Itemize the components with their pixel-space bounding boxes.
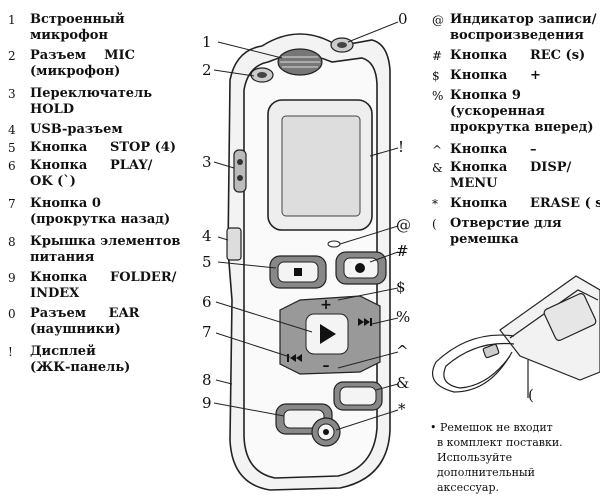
callout-5: 5 [202, 253, 212, 271]
callout-1: 1 [202, 33, 212, 51]
rec-indicator [327, 240, 341, 248]
ear-jack [330, 37, 354, 53]
legend-text: Крышка элементов питания [30, 234, 181, 265]
legend-text: Кнопка – [450, 142, 537, 157]
legend-text: Кнопка DISP/ MENU [450, 160, 572, 191]
legend-marker: 7 [8, 197, 16, 211]
legend-text: Кнопка PLAY/ OK (`) [30, 158, 153, 189]
legend-text: Индикатор записи/ воспроизведения [450, 12, 597, 43]
hold-switch [233, 149, 247, 193]
rec-button[interactable] [335, 251, 387, 285]
legend-marker: 3 [8, 87, 16, 101]
erase-button[interactable] [311, 417, 341, 447]
callout-amp: & [396, 374, 410, 392]
legend-marker: * [432, 197, 438, 211]
strap-illustration [432, 275, 600, 398]
callout-caret: ^ [396, 342, 409, 360]
legend-marker: & [432, 161, 443, 175]
usb-connector [226, 227, 242, 261]
rewind-icon [287, 354, 302, 362]
legend-marker: # [432, 49, 443, 63]
callout-3: 3 [202, 153, 212, 171]
legend-text: Встроенный микрофон [30, 12, 125, 43]
callout-2: 2 [202, 61, 212, 79]
note-line: аксессуар. [430, 481, 499, 494]
rec-icon [355, 263, 365, 273]
legend-marker: ! [8, 345, 13, 359]
callout-0: 0 [398, 10, 408, 28]
legend-text: Отверстие для ремешка [450, 216, 562, 247]
stop-button[interactable] [269, 255, 327, 289]
callout-dollar: $ [396, 278, 406, 296]
legend-text: Дисплей (ЖК-панель) [30, 344, 131, 375]
legend-marker: 0 [8, 307, 16, 321]
legend-text: Разъем EAR (наушники) [30, 306, 140, 337]
legend-text: Кнопка + [450, 68, 541, 83]
legend-text: USB-разъем [30, 122, 123, 137]
legend-marker: % [432, 89, 444, 103]
minus-glyph: – [323, 358, 330, 374]
callout-4: 4 [202, 227, 212, 245]
legend-marker: 8 [8, 235, 16, 249]
note-line: в комплект поставки. [430, 436, 563, 449]
callout-8: 8 [202, 371, 212, 389]
legend-text: Кнопка 9 (ускоренная прокрутка вперед) [450, 88, 594, 135]
legend-text: Переключатель HOLD [30, 86, 153, 117]
callout-star: * [398, 400, 406, 418]
legend-text: Кнопка ERASE ( s ) [450, 196, 600, 211]
disp-menu-button[interactable] [333, 381, 383, 411]
callout-7: 7 [202, 323, 212, 341]
legend-marker: 4 [8, 123, 16, 137]
legend-marker: ^ [432, 143, 443, 157]
callout-percent: % [396, 308, 411, 326]
legend-marker: 6 [8, 159, 16, 173]
legend-marker: 9 [8, 271, 16, 285]
legend-text: Кнопка STOP (4) [30, 140, 177, 155]
legend-marker: 5 [8, 141, 16, 155]
callout-9: 9 [202, 394, 212, 412]
mic-jack [250, 67, 274, 83]
callout-excl: ! [398, 138, 405, 156]
fast-forward-icon [358, 318, 372, 326]
legend-text: Кнопка REC (s) [450, 48, 586, 63]
legend-marker: @ [432, 13, 444, 27]
stop-icon [294, 268, 302, 276]
callout-hash: # [396, 242, 409, 260]
strap-note: • Ремешок не входит в комплект поставки.… [430, 420, 595, 495]
callout-at: @ [396, 216, 411, 234]
note-line: дополнительный [430, 466, 535, 479]
play-icon [320, 324, 336, 344]
callout-6: 6 [202, 293, 212, 311]
legend-marker: ( [432, 217, 437, 231]
legend-text: Кнопка FOLDER/ INDEX [30, 270, 177, 301]
legend-marker: 1 [8, 13, 16, 27]
built-in-mic [277, 48, 323, 76]
legend-marker: $ [432, 69, 440, 83]
plus-glyph: + [320, 297, 332, 313]
legend-text: Разъем MIC (микрофон) [30, 48, 135, 79]
nav-pad: + – [279, 295, 381, 375]
callout-paren: ( [528, 386, 534, 404]
leader-lines [213, 21, 399, 431]
legend-text: Кнопка 0 (прокрутка назад) [30, 196, 171, 227]
legend-marker: 2 [8, 49, 16, 63]
note-line: Используйте [430, 451, 513, 464]
display [267, 99, 373, 231]
note-line: • Ремешок не входит [430, 421, 553, 434]
